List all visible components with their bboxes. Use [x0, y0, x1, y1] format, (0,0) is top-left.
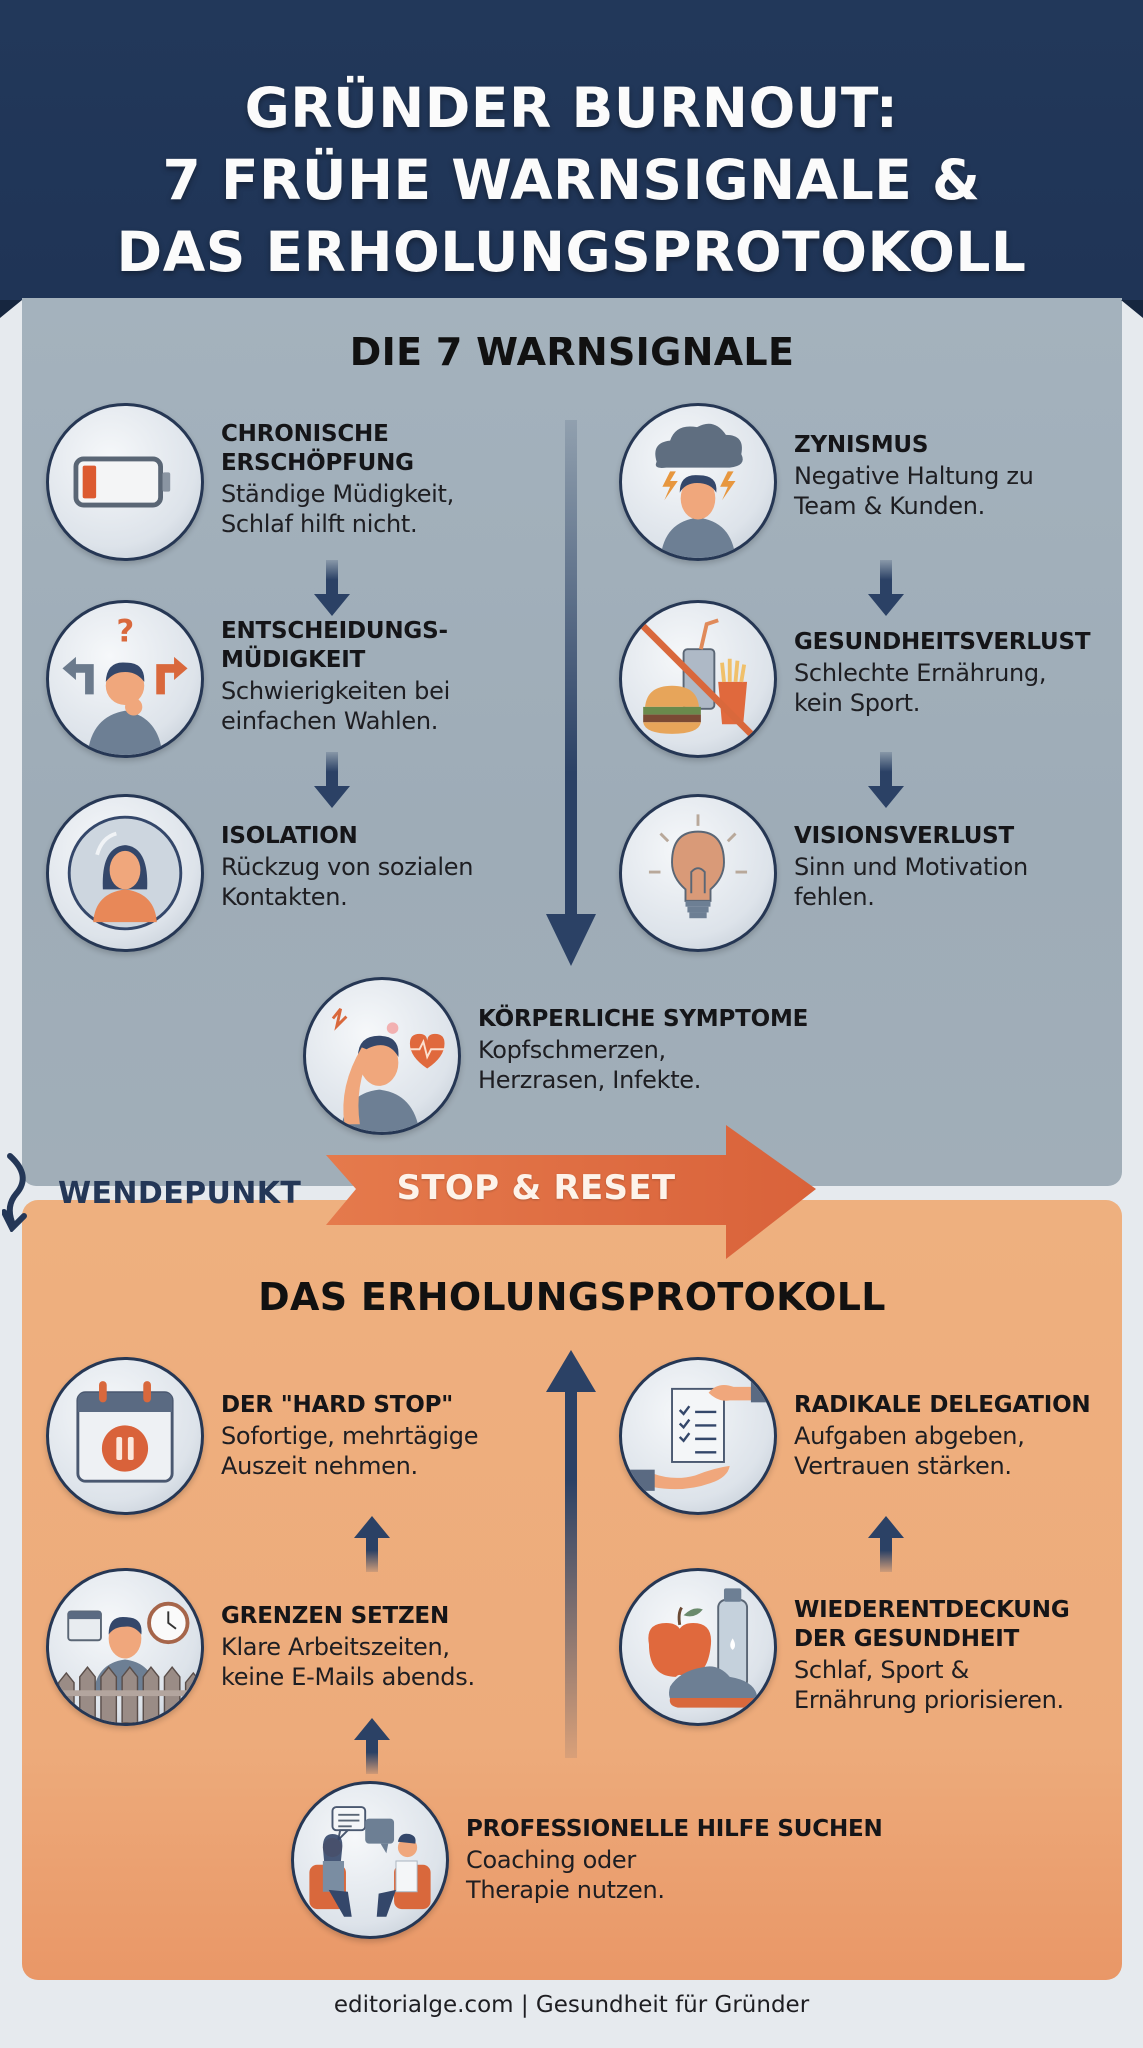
person-in-bubble-icon: [46, 794, 204, 952]
warning-item-physical-symptoms: KÖRPERLICHE SYMPTOME Kopfschmerzen, Herz…: [303, 977, 808, 1135]
title-line-2: 7 FRÜHE WARNSIGNALE &: [162, 148, 981, 212]
curved-arrow-icon: [2, 1153, 27, 1232]
item-description: Coaching oder Therapie nutzen.: [466, 1846, 665, 1904]
stop-reset-arrow-banner: [326, 1125, 816, 1259]
arrow-up-icon: [868, 1516, 904, 1572]
item-title: PROFESSIONELLE HILFE SUCHEN: [466, 1816, 883, 1842]
warning-signs-title: DIE 7 WARNSIGNALE: [349, 330, 795, 374]
arrow-up-icon: [354, 1516, 390, 1572]
storm-cloud-person-icon: [619, 403, 777, 561]
arrow-down-icon: [868, 560, 904, 616]
handover-checklist-icon: [619, 1357, 777, 1515]
arrow-down-icon: [314, 752, 350, 808]
therapy-session-icon: [291, 1781, 449, 1939]
title-line-3: DAS ERHOLUNGSPROTOKOLL: [116, 220, 1027, 284]
item-description: Kopfschmerzen, Herzrasen, Infekte.: [478, 1036, 702, 1094]
item-title: ZYNISMUS: [794, 432, 929, 458]
no-fast-food-icon: [619, 600, 777, 758]
recovery-item-set-boundaries: GRENZEN SETZEN Klare Arbeitszeiten, kein…: [46, 1568, 475, 1726]
item-title: VISIONSVERLUST: [794, 823, 1015, 849]
footer-credit: editorialge.com | Gesundheit für Gründer: [333, 1992, 810, 2018]
item-title: CHRONISCHE ERSCHÖPFUNG: [221, 421, 414, 476]
header-fold-left: [0, 300, 22, 318]
item-description: Sofortige, mehrtägige Auszeit nehmen.: [221, 1422, 479, 1480]
person-fence-clock-icon: [46, 1568, 204, 1726]
page-title: GRÜNDER BURNOUT: 7 FRÜHE WARNSIGNALE & D…: [0, 72, 1143, 288]
recovery-item-professional-help: PROFESSIONELLE HILFE SUCHEN Coaching ode…: [291, 1781, 883, 1939]
item-description: Aufgaben abgeben, Vertrauen stärken.: [794, 1422, 1025, 1480]
item-title: DER "HARD STOP": [221, 1392, 454, 1418]
arrow-down-icon: [314, 560, 350, 616]
confused-person-icon: ?: [46, 600, 204, 758]
header-fold-right: [1121, 300, 1143, 318]
progression-arrow-down-icon: [546, 420, 596, 966]
warning-item-chronic-exhaustion: CHRONISCHE ERSCHÖPFUNG Ständige Müdigkei…: [46, 403, 454, 561]
item-title: RADIKALE DELEGATION: [794, 1392, 1091, 1418]
item-title: WIEDERENTDECKUNG DER GESUNDHEIT: [794, 1597, 1070, 1652]
item-description: Sinn und Motivation fehlen.: [794, 853, 1028, 911]
headache-person-icon: [303, 977, 461, 1135]
low-battery-icon: [46, 403, 204, 561]
header-banner: GRÜNDER BURNOUT: 7 FRÜHE WARNSIGNALE & D…: [0, 0, 1143, 300]
warning-item-cynicism: ZYNISMUS Negative Haltung zu Team & Kund…: [619, 403, 1034, 561]
item-description: Schlaf, Sport & Ernährung priorisieren.: [794, 1656, 1064, 1714]
arrow-down-icon: [868, 752, 904, 808]
item-title: ISOLATION: [221, 823, 358, 849]
item-description: Rückzug von sozialen Kontakten.: [221, 853, 474, 911]
item-title: ENTSCHEIDUNGS- MÜDIGKEIT: [221, 618, 448, 673]
warning-item-vision-loss: VISIONSVERLUST Sinn und Motivation fehle…: [619, 794, 1028, 952]
svg-text:?: ?: [116, 613, 134, 649]
arrow-up-icon: [354, 1718, 390, 1774]
calendar-pause-icon: [46, 1357, 204, 1515]
dim-lightbulb-icon: [619, 794, 777, 952]
title-line-1: GRÜNDER BURNOUT:: [244, 76, 899, 140]
warning-item-health-loss: GESUNDHEITSVERLUST Schlechte Ernährung, …: [619, 600, 1091, 758]
recovery-item-radical-delegation: RADIKALE DELEGATION Aufgaben abgeben, Ve…: [619, 1357, 1091, 1515]
stop-reset-label: STOP & RESET: [396, 1168, 676, 1208]
item-description: Schlechte Ernährung, kein Sport.: [794, 659, 1047, 717]
item-description: Ständige Müdigkeit, Schlaf hilft nicht.: [221, 480, 454, 538]
item-description: Schwierigkeiten bei einfachen Wahlen.: [221, 677, 450, 735]
recovery-protocol-title: DAS ERHOLUNGSPROTOKOLL: [258, 1275, 886, 1319]
recovery-item-hard-stop: DER "HARD STOP" Sofortige, mehrtägige Au…: [46, 1357, 479, 1515]
turning-point-label: WENDEPUNKT: [58, 1176, 302, 1211]
item-title: GESUNDHEITSVERLUST: [794, 629, 1091, 655]
item-description: Negative Haltung zu Team & Kunden.: [794, 462, 1034, 520]
item-title: GRENZEN SETZEN: [221, 1603, 449, 1629]
warning-item-decision-fatigue: ? ENTSCHEIDUNGS- MÜDIGKEIT Schwierigkeit…: [46, 600, 450, 758]
progression-arrow-up-icon: [546, 1350, 596, 1758]
apple-shoe-bottle-icon: [619, 1568, 777, 1726]
recovery-item-rediscover-health: WIEDERENTDECKUNG DER GESUNDHEIT Schlaf, …: [619, 1568, 1070, 1726]
item-description: Klare Arbeitszeiten, keine E-Mails abend…: [221, 1633, 475, 1691]
item-title: KÖRPERLICHE SYMPTOME: [478, 1006, 809, 1032]
warning-item-isolation: ISOLATION Rückzug von sozialen Kontakten…: [46, 794, 473, 952]
